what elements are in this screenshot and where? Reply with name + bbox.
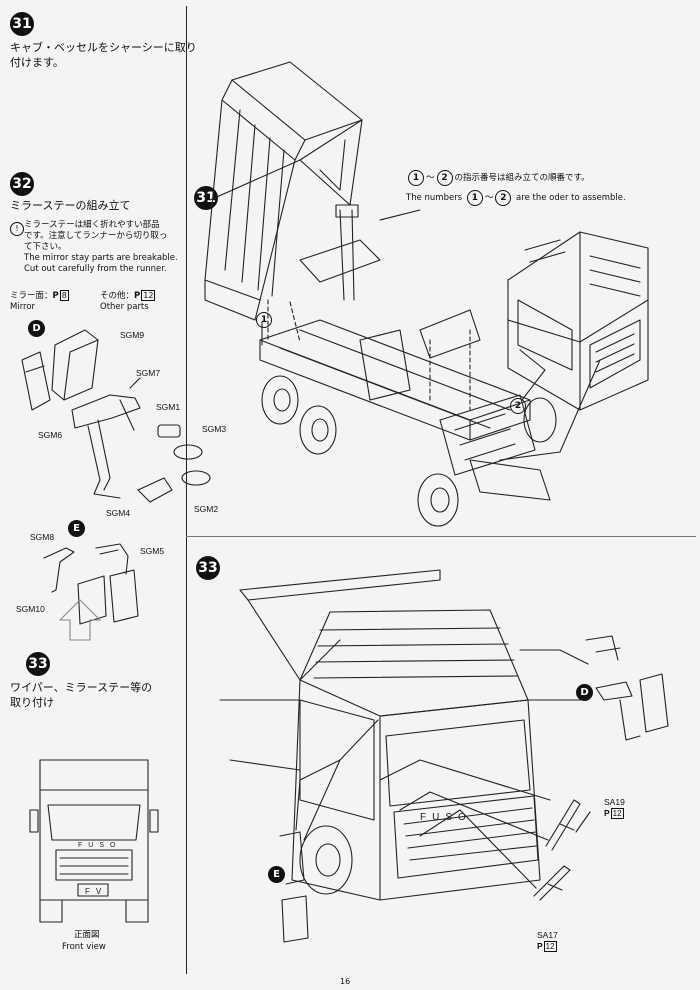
dump-bed-illustration xyxy=(204,61,363,321)
step-32-note-jp-1: ミラーステーは細く折れやすい部品 xyxy=(24,220,160,230)
part-sgm6: SGM6 xyxy=(38,430,63,440)
mirror-part-sgm9 xyxy=(51,329,99,401)
arrow-lines-31 xyxy=(261,209,601,461)
front-view-badge-text: FV xyxy=(85,887,107,896)
step-divider xyxy=(186,536,696,537)
step-32-note-en-1: The mirror stay parts are breakable. xyxy=(24,253,178,263)
wiper-sa19 xyxy=(545,799,591,851)
order-note-en-prefix: The numbers xyxy=(406,193,463,203)
cab-front-illustration xyxy=(219,569,541,901)
order-note-jp-text: の指示番号は組み立ての順番です。 xyxy=(454,173,590,183)
column-divider xyxy=(186,6,187,974)
assembly-arrows-31 xyxy=(267,299,471,411)
step-31-text-line1: キャブ・ベッセルをシャーシーに取り xyxy=(10,41,197,54)
arrow-lines-33 xyxy=(295,649,589,889)
part-sgm1: SGM1 xyxy=(156,402,181,412)
group-e-label: E xyxy=(68,520,85,537)
wheels xyxy=(261,375,557,527)
order-note-en: The numbers 1〜2 are the oder to assemble… xyxy=(406,190,626,206)
part-sa17: SA17 xyxy=(537,930,558,940)
mirror-part-sgm3 xyxy=(173,444,203,460)
page-number: 16 xyxy=(340,977,351,986)
callout-1: 1 xyxy=(256,312,272,328)
order-start-number-en: 1 xyxy=(466,190,483,206)
group-d-label: D xyxy=(28,320,45,337)
caution-icon: ! xyxy=(10,222,24,236)
order-note-en-suffix: are the oder to assemble. xyxy=(516,193,626,203)
mirror-part-sgm4 xyxy=(87,419,173,503)
step-33-title-line2: 取り付け xyxy=(10,696,54,709)
sa19-ref-number: 12 xyxy=(610,808,624,819)
step-32-badge: 32 xyxy=(10,172,34,196)
order-tilde-en: 〜 xyxy=(484,193,494,203)
diagram-33-badge: 33 xyxy=(196,556,220,580)
mirror-part-sgm10 xyxy=(77,569,139,625)
mirror-part-sgm5 xyxy=(95,543,129,575)
sa17-ref-number: 12 xyxy=(543,941,557,952)
step-32-title: ミラーステーの組み立て xyxy=(10,199,131,212)
mirror-stay-sgm7 xyxy=(71,377,141,431)
part-sgm10: SGM10 xyxy=(16,604,45,614)
order-start-number: 1 xyxy=(408,170,424,186)
part-sa19: SA19 xyxy=(604,797,625,807)
hydraulic-hoist xyxy=(299,204,381,301)
step-31-text-line2: 付けます。 xyxy=(10,56,64,69)
mirror-ref-prefix: P xyxy=(52,291,59,301)
part-sgm4: SGM4 xyxy=(106,508,131,518)
step-32-note-jp-2: です。注意してランナーから切り取っ xyxy=(24,231,168,241)
part-sgm3: SGM3 xyxy=(202,424,227,434)
mirror-e-label: E xyxy=(268,866,285,883)
step-33-title-line1: ワイパー、ミラーステー等の xyxy=(10,681,153,694)
front-view-en: Front view xyxy=(62,942,106,952)
part-sgm8: SGM8 xyxy=(30,532,55,542)
order-tilde-jp: 〜 xyxy=(426,173,435,183)
part-sgm7: SGM7 xyxy=(136,368,161,378)
step-33-badge: 33 xyxy=(26,652,50,676)
part-sgm9: SGM9 xyxy=(120,330,145,340)
step-32-note-jp-3: て下さい。 xyxy=(24,242,67,252)
front-view-truck xyxy=(29,759,159,923)
step-32-note-en-2: Cut out carefully from the runner. xyxy=(24,264,167,274)
mirror-ref-en: Mirror xyxy=(10,302,36,312)
wiper-sa17 xyxy=(533,865,571,901)
sa17-ref-prefix: P xyxy=(537,941,543,951)
front-view-grille-text: FUSO xyxy=(78,842,121,849)
part-sgm2: SGM2 xyxy=(194,504,219,514)
mirror-d-label: D xyxy=(576,684,593,701)
other-ref-en: Other parts xyxy=(100,302,149,312)
chassis-frame xyxy=(259,309,551,501)
order-end-number-en: 2 xyxy=(495,190,512,206)
mirror-part-sgm6 xyxy=(21,351,51,411)
mirror-ref-jp: ミラー面： xyxy=(10,291,53,301)
mirror-e-assembly xyxy=(279,831,309,943)
sa19-ref-prefix: P xyxy=(604,808,610,818)
mirror-ref-number: 8 xyxy=(59,290,69,301)
other-ref-number: 12 xyxy=(141,290,156,301)
grille-text: FUSO xyxy=(420,812,472,823)
mirror-part-sgm8 xyxy=(43,547,75,593)
other-ref-jp: その他： xyxy=(100,291,135,301)
order-end-number: 2 xyxy=(436,170,453,186)
mirror-part-sgm2 xyxy=(181,470,211,486)
front-view-jp: 正面図 xyxy=(74,930,100,940)
mirror-d-assembly xyxy=(585,635,669,741)
assembly-arrow-32 xyxy=(59,599,101,641)
cab-illustration xyxy=(507,231,649,411)
step-31-badge: 31 xyxy=(10,12,34,36)
other-ref-prefix: P xyxy=(134,291,141,301)
part-sgm5: SGM5 xyxy=(140,546,165,556)
mirror-part-sgm1 xyxy=(157,424,181,438)
